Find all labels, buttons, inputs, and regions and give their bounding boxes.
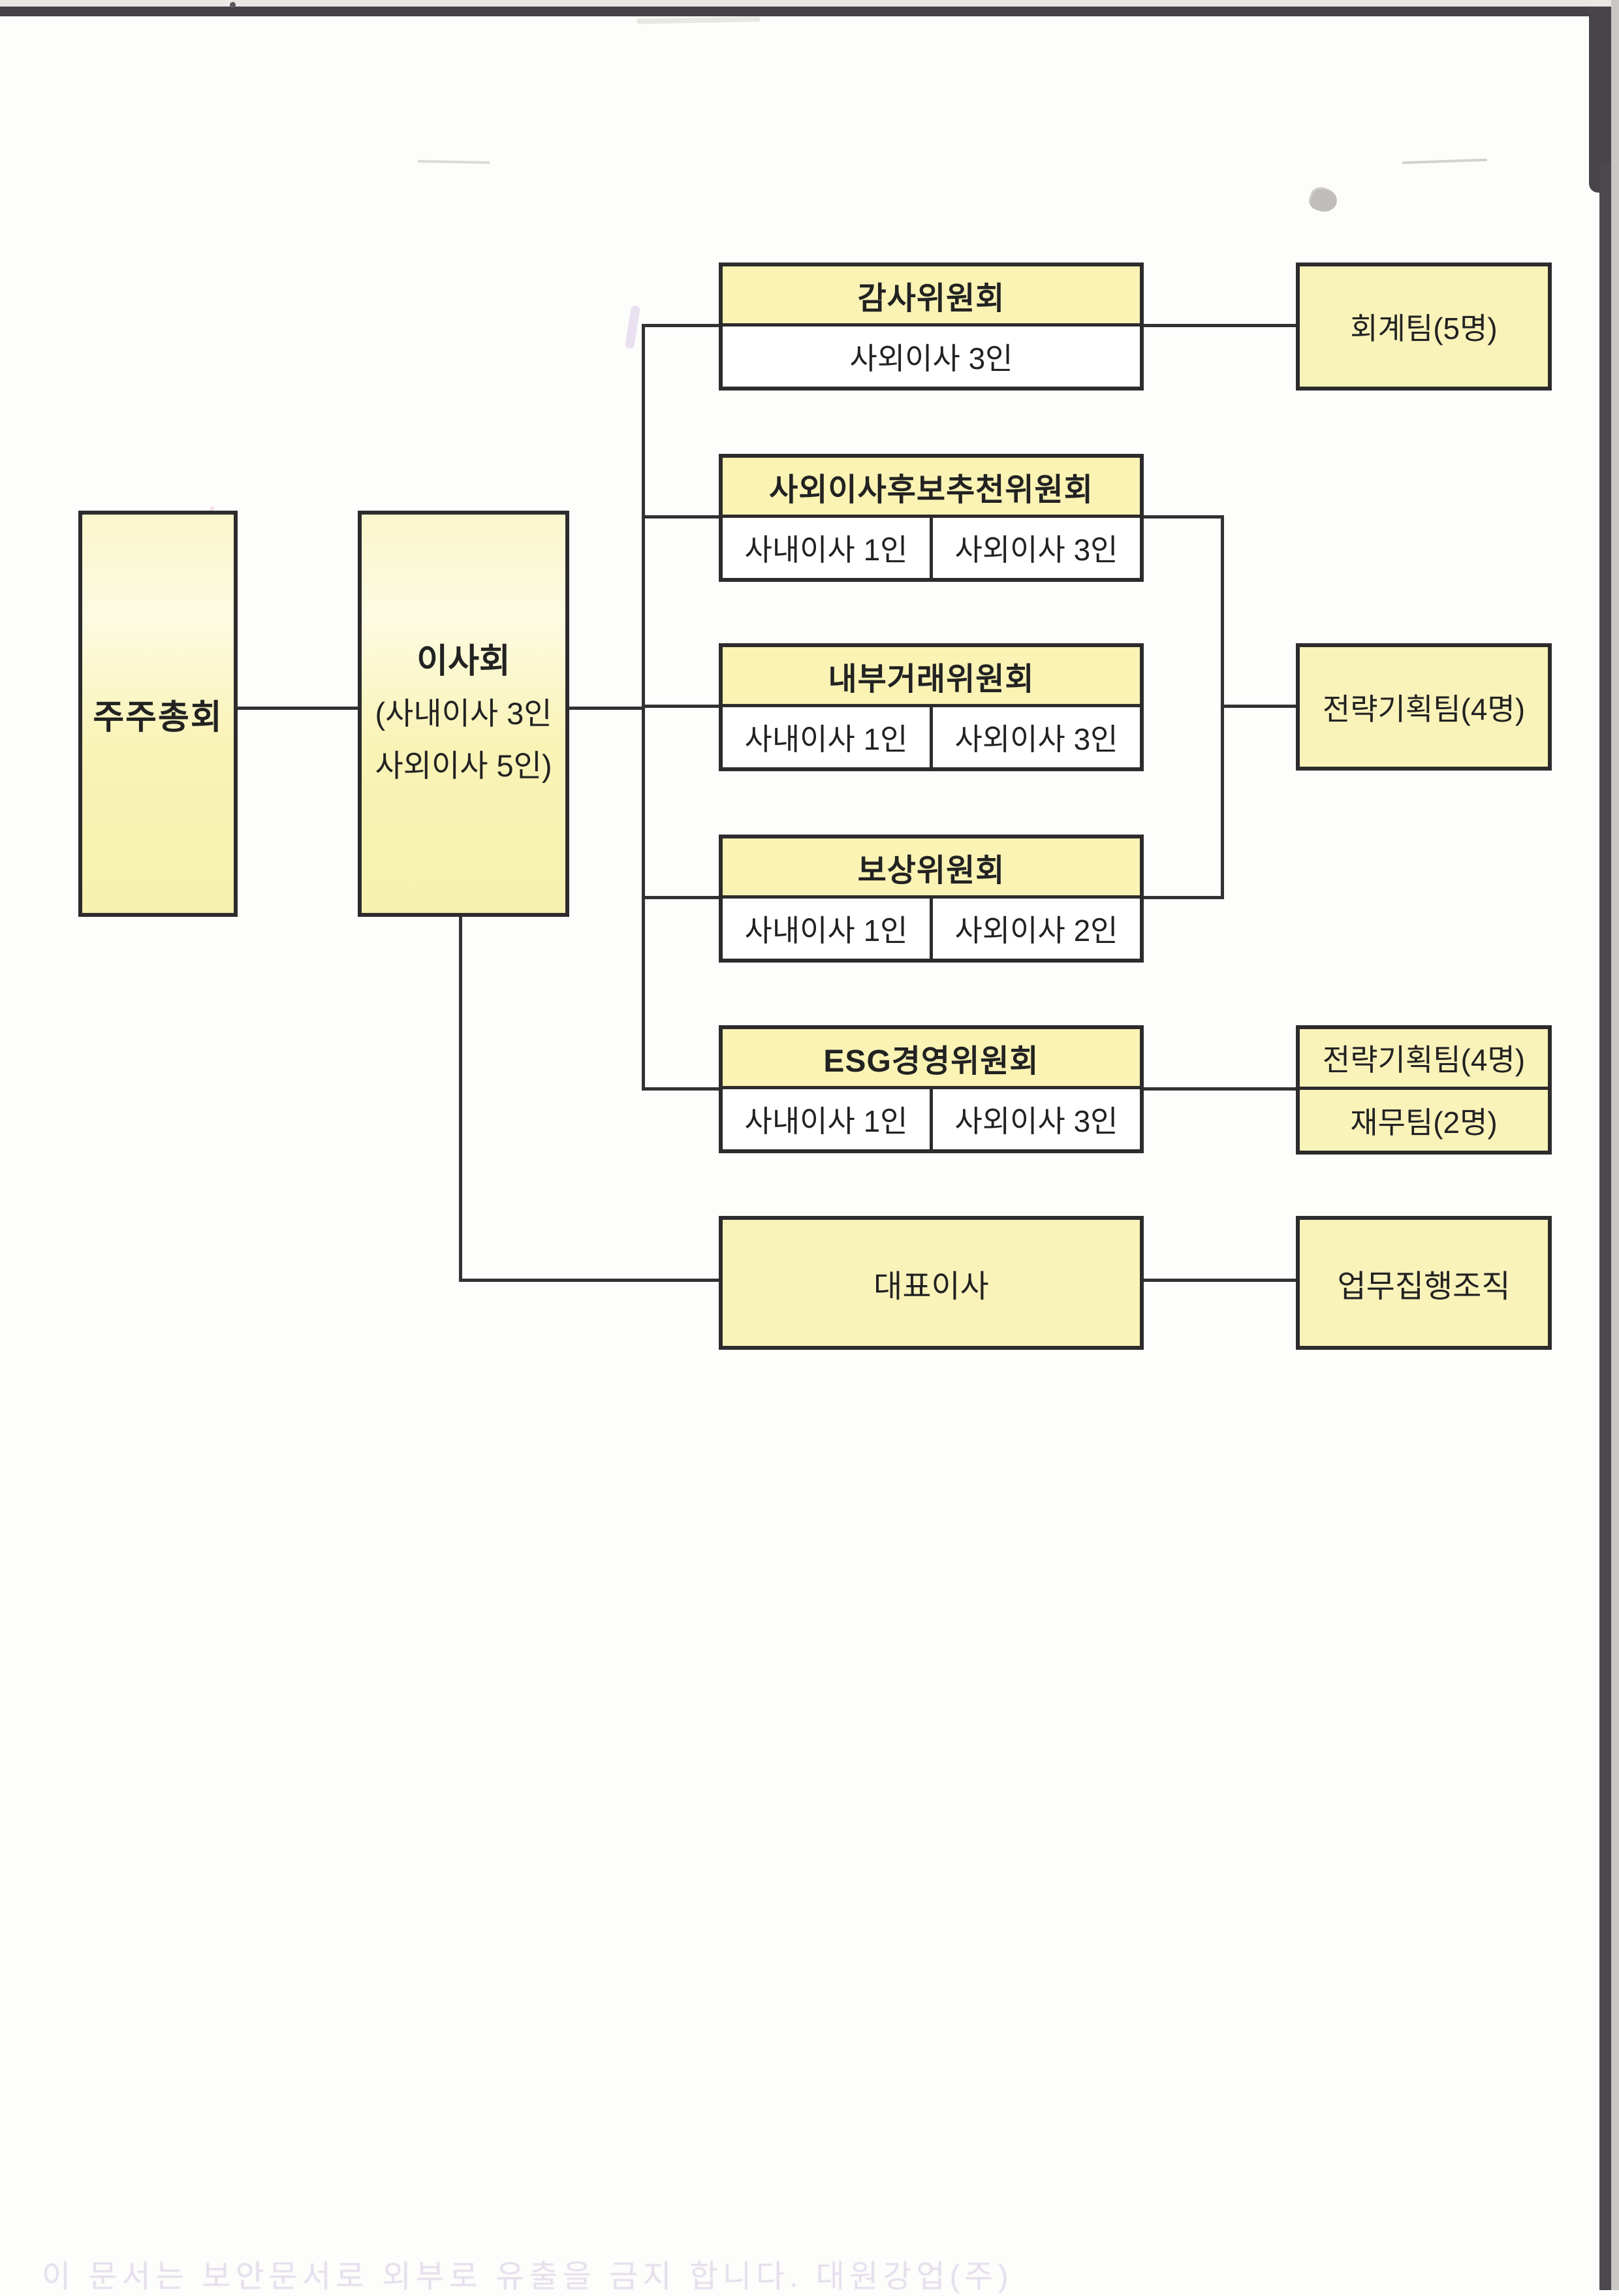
node-esg-committee: ESG경영위원회 사내이사 1인 사외이사 3인 [719, 1025, 1144, 1153]
connector-shareholders-board [238, 707, 358, 710]
scan-smear [636, 16, 761, 24]
internal-trade-committee-cell-outside: 사외이사 3인 [930, 707, 1140, 767]
esg-committee-cell-outside: 사외이사 3인 [930, 1089, 1140, 1149]
connector-branch-internal-trade [642, 705, 719, 708]
connector-branch-nomination [642, 515, 719, 518]
internal-trade-committee-title: 내부거래위원회 [723, 647, 1140, 707]
connector-board-trunk [569, 707, 643, 710]
board-subtitle-line2: 사외이사 5인) [375, 748, 552, 783]
scan-speck [230, 2, 236, 8]
connector-right-strategy [1221, 705, 1296, 708]
executive-org-label: 업무집행조직 [1337, 1269, 1511, 1304]
node-esg-support-teams: 전략기획팀(4명) 재무팀(2명) [1296, 1025, 1552, 1155]
scan-right-margin [1611, 0, 1619, 2290]
scan-scratch [1402, 158, 1488, 165]
esg-committee-title: ESG경영위원회 [723, 1029, 1140, 1089]
node-audit-committee: 감사위원회 사외이사 3인 [719, 263, 1144, 391]
internal-trade-committee-cell-inside: 사내이사 1인 [744, 722, 908, 756]
nomination-committee-title: 사외이사후보추천위원회 [723, 458, 1140, 518]
esg-strategy-team-label: 전략기획팀(4명) [1300, 1029, 1548, 1090]
node-nomination-committee: 사외이사후보추천위원회 사내이사 1인 사외이사 3인 [719, 454, 1144, 582]
ceo-label: 대표이사 [873, 1269, 989, 1304]
node-shareholders: 주주총회 [78, 511, 238, 917]
connector-board-ceo [459, 1279, 719, 1282]
node-compensation-committee: 보상위원회 사내이사 1인 사외이사 2인 [719, 835, 1144, 963]
scan-right-border [1599, 163, 1611, 2290]
compensation-committee-cell-outside: 사외이사 2인 [930, 899, 1140, 959]
scan-pen-mark [624, 305, 641, 349]
nomination-committee-cell-inside: 사내이사 1인 [744, 533, 908, 567]
connector-ceo-executive [1144, 1279, 1296, 1282]
node-strategy-team: 전략기획팀(4명) [1296, 643, 1552, 771]
node-accounting-team: 회계팀(5명) [1296, 263, 1552, 391]
board-subtitle-line1: (사내이사 3인 [375, 696, 552, 731]
connector-audit-accounting [1144, 324, 1296, 327]
node-internal-trade-committee: 내부거래위원회 사내이사 1인 사외이사 3인 [719, 643, 1144, 771]
compensation-committee-cell-inside: 사내이사 1인 [744, 914, 908, 948]
connector-nomination-right [1144, 515, 1223, 518]
audit-committee-cell: 사외이사 3인 [849, 342, 1013, 375]
compensation-committee-title: 보상위원회 [723, 838, 1140, 899]
board-title: 이사회 [417, 643, 511, 680]
accounting-team-label: 회계팀(5명) [1350, 311, 1498, 345]
scan-scratch [417, 160, 490, 164]
connector-board-ceo-vertical [459, 913, 462, 1282]
connector-branch-compensation [642, 896, 719, 899]
nomination-committee-cell-outside: 사외이사 3인 [930, 518, 1140, 578]
strategy-team-label: 전략기획팀(4명) [1322, 692, 1526, 726]
node-board: 이사회 (사내이사 3인 사외이사 5인) [358, 511, 569, 917]
esg-finance-team-label: 재무팀(2명) [1350, 1105, 1498, 1140]
connector-esg-teams [1144, 1087, 1296, 1091]
shareholders-label: 주주총회 [93, 698, 223, 737]
scan-corner [1569, 16, 1589, 36]
connector-branch-esg [642, 1087, 719, 1091]
board-text: 이사회 (사내이사 3인 사외이사 5인) [375, 635, 552, 792]
scan-top-border [0, 7, 1611, 16]
connector-compensation-right [1144, 896, 1223, 899]
audit-committee-title: 감사위원회 [723, 266, 1140, 327]
scan-right-border-top [1589, 7, 1612, 193]
node-ceo: 대표이사 [719, 1216, 1144, 1350]
scan-top-margin [0, 0, 1619, 7]
node-executive-org: 업무집행조직 [1296, 1216, 1552, 1350]
esg-committee-cell-inside: 사내이사 1인 [744, 1104, 908, 1138]
scan-smudge [1306, 184, 1340, 215]
connector-branch-audit [642, 324, 719, 327]
security-watermark: 이 문서는 보안문서로 외부로 유출을 금지 합니다. 대원강업(주) [42, 2259, 1013, 2294]
